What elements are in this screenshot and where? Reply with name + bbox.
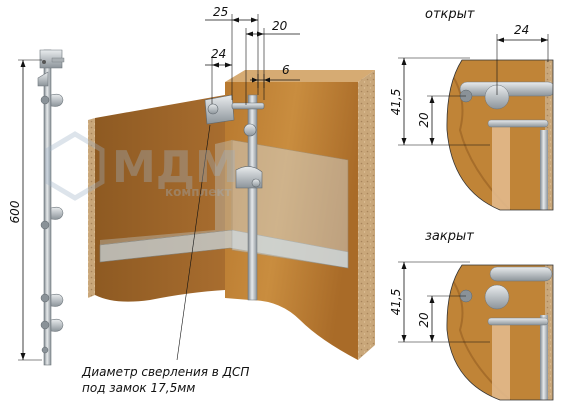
label-open: открыт bbox=[425, 7, 475, 22]
label-closed: закрыт bbox=[425, 229, 474, 244]
dim-25: 25 bbox=[213, 5, 228, 19]
dim-20-top: 20 bbox=[272, 19, 288, 33]
caption-line2: под замок 17,5мм bbox=[82, 381, 195, 395]
dim-6: 6 bbox=[282, 63, 290, 77]
drilling-caption: Диаметр сверления в ДСП под замок 17,5мм bbox=[81, 124, 249, 395]
dim-open-24: 24 bbox=[514, 23, 529, 37]
dim-open-415: 41,5 bbox=[389, 89, 403, 116]
dim-24-left: 24 bbox=[211, 47, 226, 61]
watermark-main: МДМ bbox=[112, 142, 239, 193]
lock-rail bbox=[37, 49, 65, 366]
caption-line1: Диаметр сверления в ДСП bbox=[81, 365, 249, 379]
dim-closed-20: 20 bbox=[417, 312, 431, 328]
cabinet-illustration bbox=[88, 70, 375, 360]
closed-state-detail: закрыт 41,5 20 bbox=[389, 229, 554, 401]
dim-closed-415: 41,5 bbox=[389, 289, 403, 316]
dim-600: 600 bbox=[8, 200, 22, 223]
rail-length-dimension: 600 bbox=[8, 59, 42, 361]
center-dimensions: 25 20 24 6 bbox=[205, 5, 300, 105]
open-state-detail: открыт 24 41,5 20 bbox=[389, 7, 554, 211]
watermark-sub: комплект bbox=[165, 185, 232, 199]
watermark: МДМ комплект bbox=[45, 131, 239, 201]
dim-open-20: 20 bbox=[417, 112, 431, 128]
